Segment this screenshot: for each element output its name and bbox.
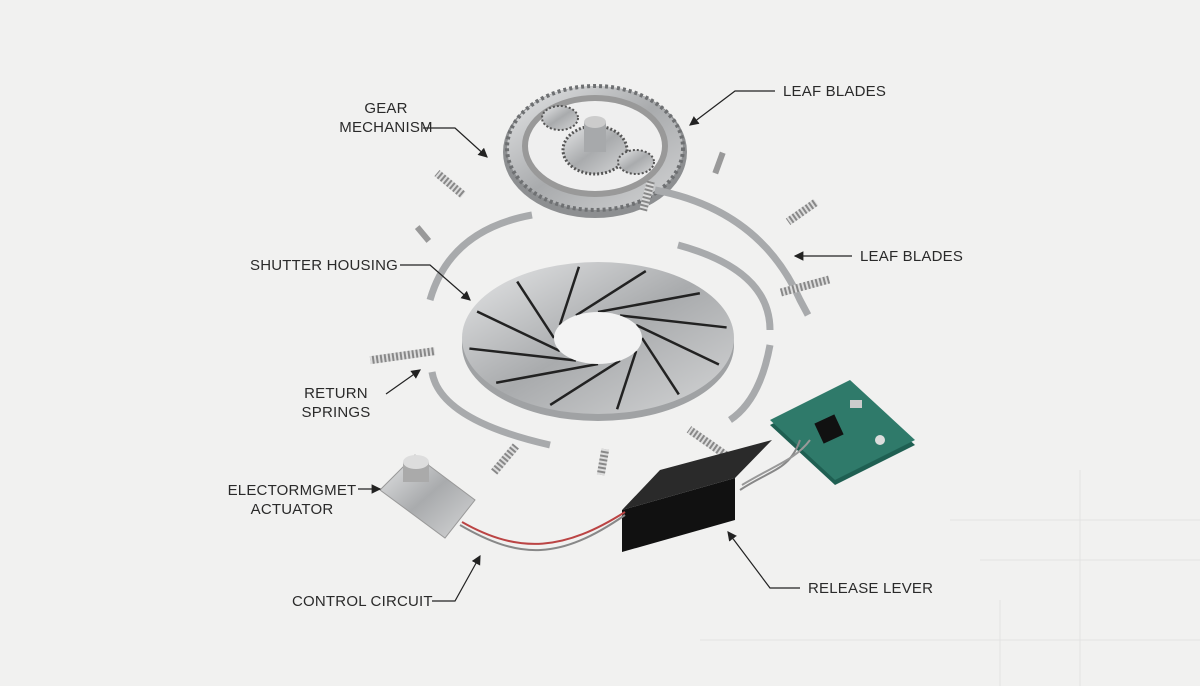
blade-edge	[635, 323, 720, 366]
label-line: ELECTORMGMET	[227, 482, 357, 499]
gear-mechanism	[503, 84, 687, 218]
label-shutter-housing: SHUTTER HOUSING	[250, 257, 399, 274]
label-gear-mechanism: GEAR MECHANISM	[336, 99, 436, 137]
blade-edge	[640, 337, 680, 396]
blade-edge	[476, 310, 561, 353]
label-control-circuit: CONTROL CIRCUIT	[292, 593, 433, 610]
label-line: GEAR	[364, 100, 408, 117]
label-actuator: ELECTORMGMET ACTUATOR	[222, 481, 362, 519]
label-leaf-blades-top: LEAF BLADES	[783, 83, 887, 100]
label-line: RETURN	[304, 385, 368, 402]
release-lever-box	[622, 440, 772, 552]
blade-edge	[575, 269, 647, 317]
blade-edge	[469, 347, 577, 362]
label-line: MECHANISM	[339, 119, 433, 136]
label-leaf-blades-right: LEAF BLADES	[860, 248, 964, 265]
label-line: ACTUATOR	[250, 501, 334, 518]
blade-edge	[619, 314, 727, 329]
electromagnet-actuator	[379, 454, 476, 539]
blade-edge	[495, 362, 599, 384]
wires	[459, 439, 811, 551]
aperture-leaf-blades	[462, 262, 734, 421]
label-return-springs: RETURN SPRINGS	[296, 384, 376, 422]
blade-edge	[516, 280, 556, 339]
control-circuit-board	[770, 380, 915, 485]
background-blueprint	[700, 470, 1200, 686]
blade-edge	[597, 292, 701, 314]
leader-lines	[358, 90, 852, 602]
blade-edge	[558, 266, 581, 326]
return-springs	[369, 151, 831, 476]
blade-edge	[549, 359, 621, 407]
blade-edge	[615, 350, 638, 410]
label-line: SPRINGS	[301, 404, 371, 421]
label-release-lever: RELEASE LEVER	[808, 580, 934, 597]
